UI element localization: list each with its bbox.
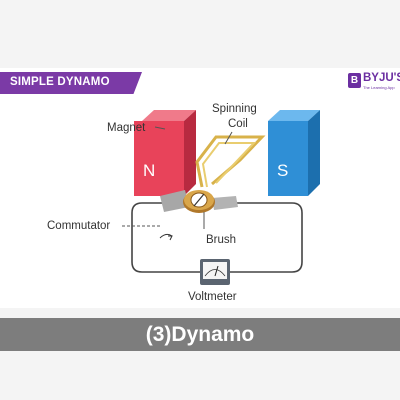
slide-title: SIMPLE DYNAMO <box>10 76 110 88</box>
caption-bar <box>0 318 400 351</box>
byjus-logo: B BYJU'S The Learning App <box>348 72 400 94</box>
label-magnet: Magnet <box>107 122 146 134</box>
circuit-wire <box>131 202 303 273</box>
south-magnet <box>268 110 320 196</box>
label-spinning: Spinning <box>212 103 257 115</box>
label-commutator: Commutator <box>47 220 110 232</box>
spinning-coil <box>195 135 266 188</box>
voltmeter <box>200 259 230 285</box>
rotation-arrow-icon <box>159 233 173 241</box>
coil-leader <box>224 131 233 145</box>
caption: (3)Dynamo <box>145 323 255 346</box>
commutator <box>183 190 215 213</box>
magnet-leader <box>154 126 166 130</box>
south-pole-label: S <box>277 161 288 180</box>
label-voltmeter: Voltmeter <box>188 291 237 303</box>
title-banner <box>0 72 142 94</box>
brush-contacts <box>160 190 238 212</box>
north-pole-label: N <box>143 161 155 180</box>
label-brush: Brush <box>206 234 236 246</box>
logo-tagline: The Learning App <box>363 85 395 90</box>
logo-mark: B <box>348 73 361 88</box>
north-magnet <box>134 110 196 196</box>
label-coil: Coil <box>228 118 248 130</box>
logo-text: BYJU'S <box>363 72 400 84</box>
